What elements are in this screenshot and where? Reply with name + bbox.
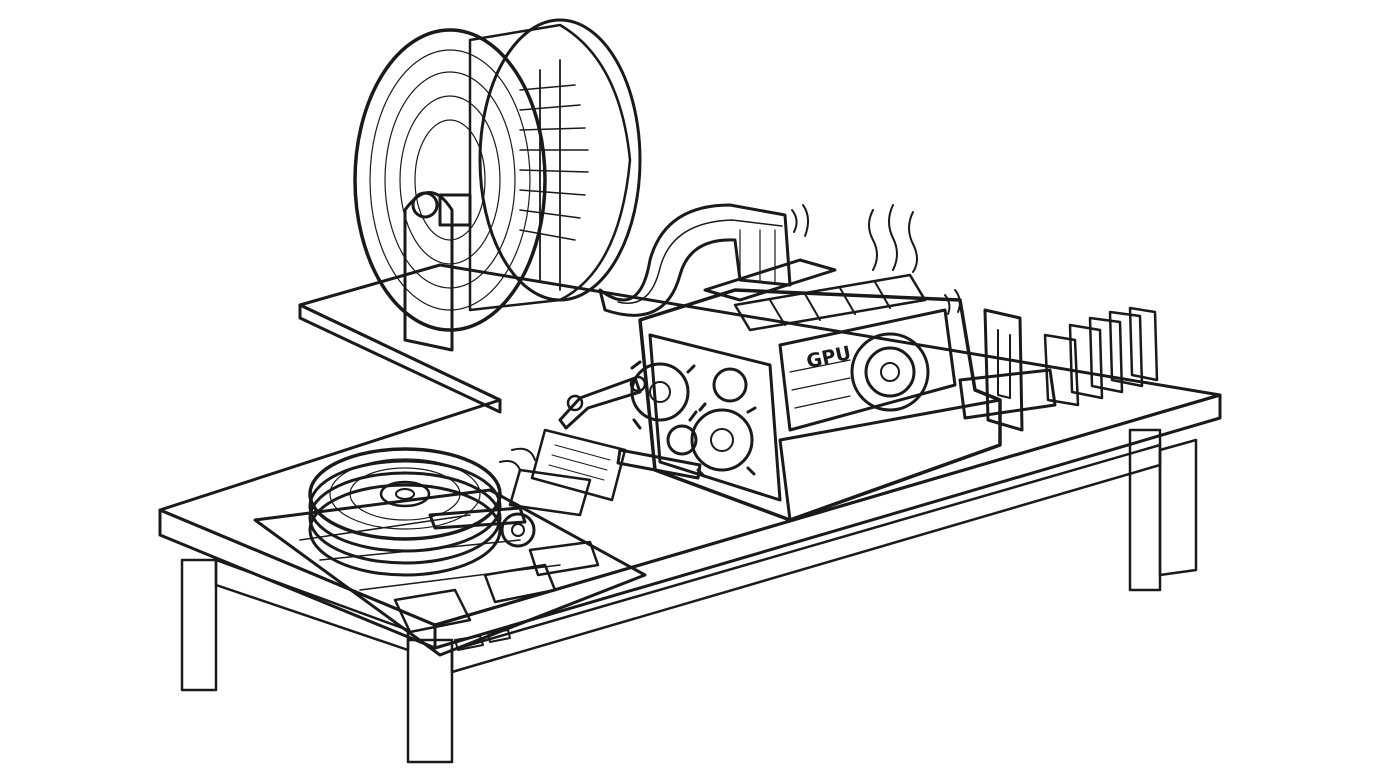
reel-front-flange bbox=[353, 28, 547, 332]
robot-arm bbox=[558, 376, 642, 430]
output-cards bbox=[958, 306, 1159, 432]
paper-sheets bbox=[499, 428, 627, 517]
hdd-platter bbox=[308, 447, 502, 541]
gpu-machine: GPU bbox=[558, 204, 1002, 522]
gear-icon bbox=[690, 408, 754, 472]
hard-drive-board bbox=[253, 447, 647, 657]
table-top bbox=[158, 263, 1222, 627]
table bbox=[158, 263, 1222, 764]
gpu-label: GPU bbox=[804, 342, 853, 373]
chip-icon bbox=[528, 540, 600, 577]
hdd-read-arm bbox=[428, 506, 527, 530]
film-reel bbox=[353, 18, 642, 352]
circuit-board bbox=[253, 488, 647, 657]
gear-icon bbox=[630, 362, 690, 422]
gpu-card bbox=[778, 308, 957, 432]
chip-icon bbox=[393, 588, 472, 634]
gear-icon bbox=[712, 367, 748, 403]
chip-icon bbox=[483, 563, 557, 604]
gear-icon bbox=[666, 424, 698, 456]
fan-icon bbox=[850, 332, 930, 412]
